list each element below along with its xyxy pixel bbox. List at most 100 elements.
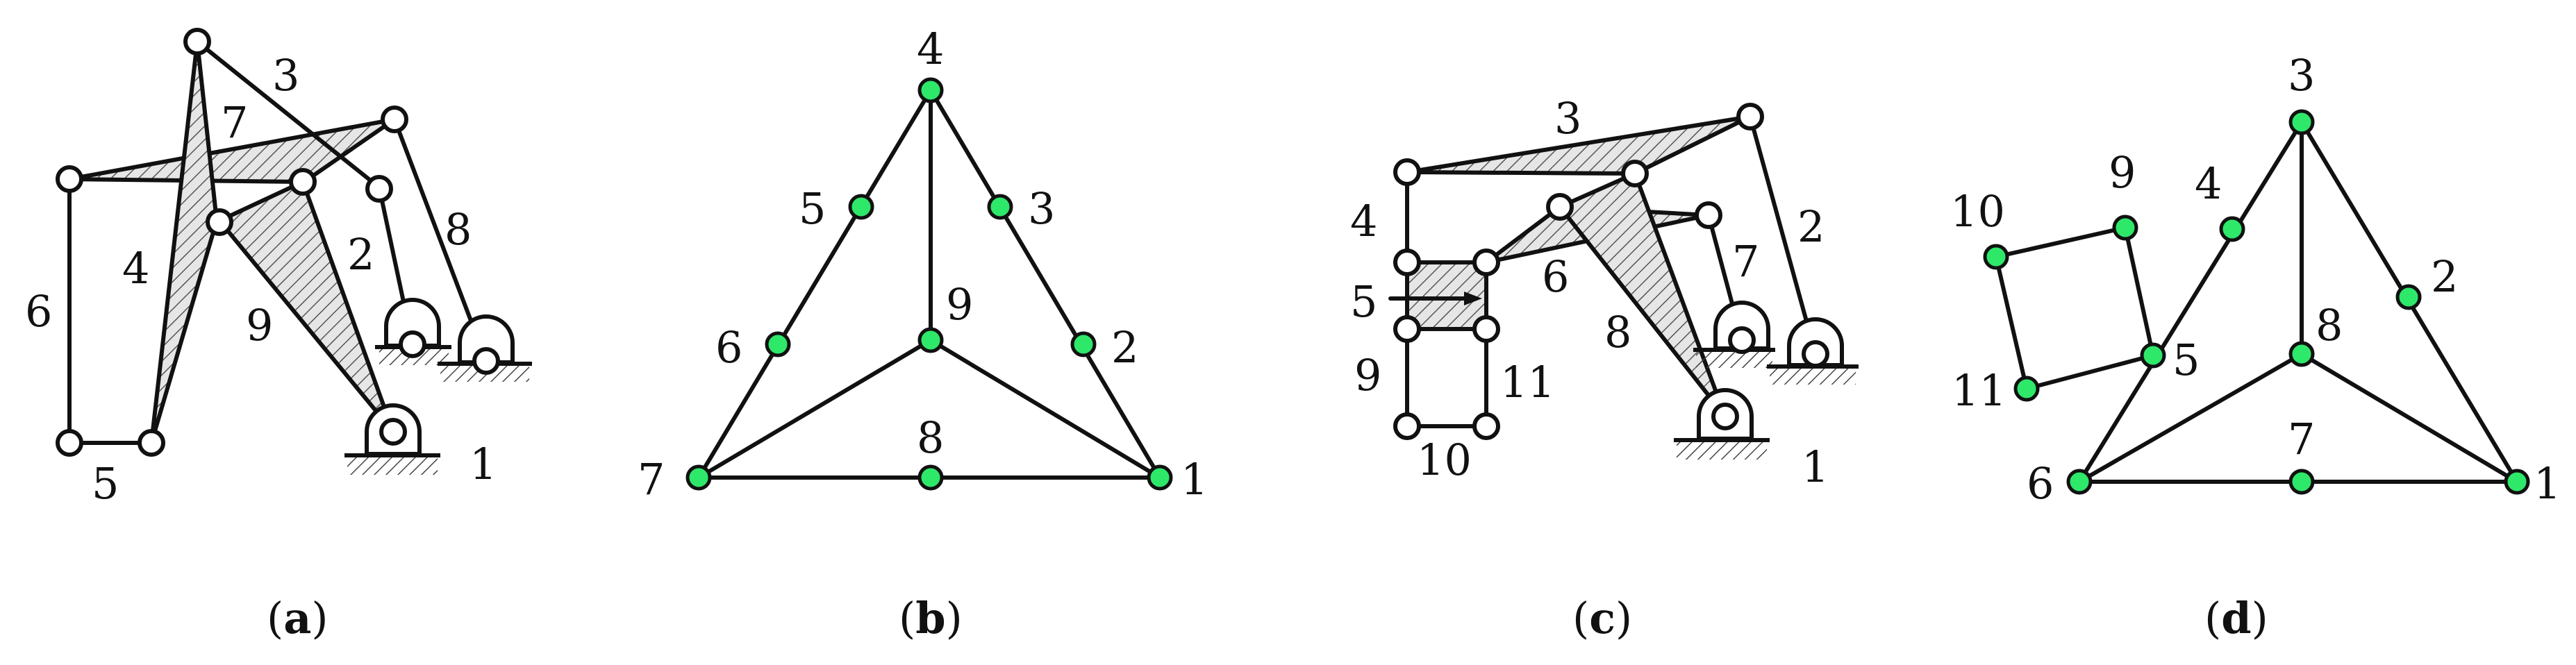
label-a-2: 2 (347, 229, 374, 280)
graph-node-d-2 (2395, 284, 2422, 310)
link-4-plate (149, 40, 219, 445)
joint (56, 429, 83, 457)
joint (399, 330, 426, 358)
joint (1621, 160, 1649, 187)
joint (1393, 412, 1421, 440)
label-c-9: 9 (1354, 350, 1381, 401)
graph-node-b-9 (917, 327, 944, 353)
link-3-plate (1405, 115, 1752, 176)
graph-node-b-3 (987, 194, 1013, 220)
label-b-6: 6 (715, 322, 742, 373)
label-a-8: 8 (444, 204, 472, 255)
label-a-5: 5 (92, 458, 119, 509)
joint (1472, 412, 1500, 440)
label-c-11: 11 (1500, 357, 1555, 407)
label-d-6: 6 (2027, 458, 2054, 509)
graph-node-d-4 (2219, 216, 2245, 242)
label-d-9: 9 (2109, 147, 2136, 198)
label-b-3: 3 (1028, 183, 1055, 234)
graph-node-b-6 (765, 331, 791, 357)
graph-node-d-11 (2013, 376, 2040, 402)
label-a-7: 7 (221, 97, 248, 148)
label-b-5: 5 (799, 183, 826, 234)
joint (379, 418, 407, 446)
graph-node-d-10 (1983, 244, 2009, 270)
label-b-8: 8 (917, 412, 944, 463)
graph-node-b-1 (1147, 464, 1173, 491)
graph-node-b-7 (685, 464, 712, 491)
graph-node-b-2 (1070, 331, 1097, 357)
graph-node-b-5 (848, 194, 874, 220)
label-b-9: 9 (946, 279, 973, 330)
label-a-1: 1 (470, 439, 497, 489)
graph-node-d-9 (2112, 214, 2138, 241)
joint (1802, 340, 1829, 368)
label-a-4: 4 (122, 243, 149, 294)
joint (472, 347, 500, 375)
panel-d-graph: 3 4 2 8 5 9 10 11 6 7 1 (1950, 50, 2561, 509)
label-d-7: 7 (2288, 414, 2315, 464)
link-2 (1748, 115, 1818, 356)
graph-node-d-1 (2504, 469, 2530, 495)
caption-c: (c) (1572, 593, 1632, 643)
graph-node-d-5 (2140, 342, 2166, 369)
joint (1393, 158, 1421, 186)
joint (381, 106, 408, 133)
label-d-10: 10 (1950, 186, 2005, 237)
panel-b-graph: 4 5 3 6 2 9 7 8 1 (638, 24, 1208, 505)
link-8-plate (1558, 171, 1727, 419)
joint (1393, 315, 1421, 343)
label-d-4: 4 (2195, 158, 2222, 209)
label-a-6: 6 (25, 286, 52, 337)
joint (1546, 193, 1574, 221)
label-d-5: 5 (2172, 335, 2200, 385)
label-c-2: 2 (1797, 201, 1825, 252)
graph-node-d-6 (2066, 469, 2093, 495)
joint (1695, 201, 1722, 229)
label-c-1: 1 (1802, 441, 1829, 492)
caption-d: (d) (2204, 593, 2268, 643)
joint (1728, 326, 1756, 354)
label-d-1: 1 (2534, 458, 2561, 509)
label-a-3: 3 (272, 50, 299, 101)
panel-c-mechanism: 1 2 3 4 5 6 7 8 9 10 11 (1350, 93, 1859, 492)
label-c-8: 8 (1604, 307, 1631, 357)
link-9-plate (217, 180, 395, 434)
arrow-head (1464, 292, 1482, 305)
joint (1472, 249, 1500, 276)
label-c-10: 10 (1417, 435, 1472, 485)
joint (183, 28, 211, 56)
label-c-4: 4 (1350, 196, 1377, 246)
graph-node-d-7 (2288, 469, 2315, 495)
label-b-4: 4 (917, 24, 944, 74)
label-d-11: 11 (1952, 365, 2006, 416)
joint (1711, 403, 1739, 430)
graph-node-b-4 (917, 77, 944, 103)
joint (1393, 249, 1421, 276)
label-b-7: 7 (638, 454, 665, 505)
joint (365, 175, 393, 203)
joint (289, 168, 317, 196)
joint (138, 429, 165, 457)
label-b-1: 1 (1181, 454, 1208, 505)
label-c-5: 5 (1350, 276, 1377, 327)
label-d-8: 8 (2316, 300, 2343, 351)
panel-a-mechanism: 1 2 3 4 5 6 7 8 9 (25, 28, 532, 509)
label-a-9: 9 (246, 300, 273, 351)
label-d-3: 3 (2288, 50, 2315, 101)
joint (1736, 103, 1764, 131)
joint (206, 208, 233, 236)
label-c-6: 6 (1542, 251, 1569, 302)
caption-b: (b) (899, 593, 963, 643)
caption-a: (a) (267, 593, 329, 643)
graph-node-b-8 (917, 464, 944, 491)
label-b-2: 2 (1111, 322, 1138, 373)
graph-node-d-3 (2288, 109, 2315, 135)
label-d-2: 2 (2431, 251, 2458, 302)
link-3 (195, 40, 381, 190)
graph-node-d-8 (2288, 341, 2315, 367)
joint (56, 165, 83, 193)
label-c-7: 7 (1732, 236, 1759, 287)
label-c-3: 3 (1554, 93, 1581, 144)
